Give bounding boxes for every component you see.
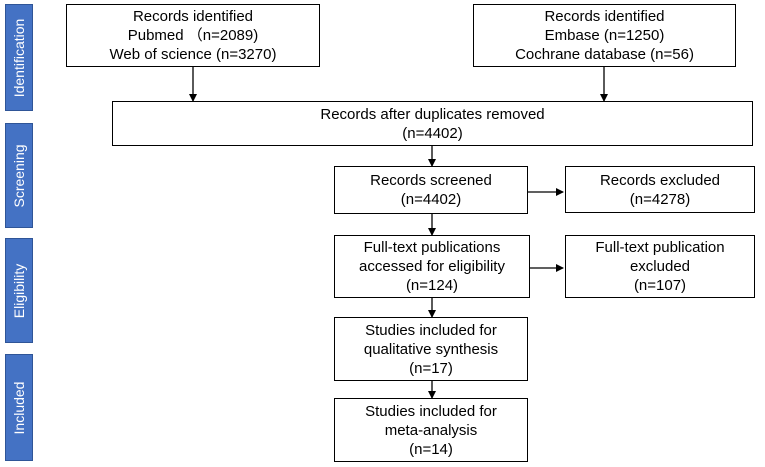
box-line: Embase (n=1250) [544, 27, 665, 44]
box-line: (n=4402) [400, 191, 462, 208]
box-line: (n=124) [405, 277, 459, 294]
box-line: (n=17) [409, 359, 453, 377]
qualitative-synthesis-box: Studies included for qualitative synthes… [334, 317, 528, 381]
box-line: (n=107) [633, 277, 687, 294]
box-line: (n=4278) [629, 190, 691, 208]
phase-eligibility: Eligibility [5, 238, 33, 343]
box-line: Cochrane database (n=56) [515, 46, 694, 63]
phase-screening: Screening [5, 123, 33, 228]
box-line: Web of science (n=3270) [109, 46, 277, 63]
full-text-excluded-box: Full-text publication excluded (n=107) [565, 235, 755, 298]
phase-included: Included [5, 354, 33, 461]
box-line: Records screened [370, 172, 492, 189]
box-line: Full-text publication [595, 239, 725, 256]
phase-identification: Identification [5, 4, 33, 111]
box-line: excluded [629, 258, 691, 275]
box-line: accessed for eligibility [359, 258, 505, 275]
box-line: Full-text publications [363, 239, 501, 256]
meta-analysis-box: Studies included for meta-analysis (n=14… [334, 398, 528, 462]
box-line: (n=4402) [402, 124, 463, 142]
records-identified-pubmed-box: Records identified Pubmed （n=2089) Web o… [66, 4, 320, 67]
box-line: Records after duplicates removed [320, 105, 545, 123]
box-line: Studies included for [365, 402, 497, 420]
records-identified-embase-box: Records identified Embase (n=1250) Cochr… [473, 4, 736, 67]
records-excluded-box: Records excluded (n=4278) [565, 166, 755, 213]
box-line: qualitative synthesis [363, 340, 499, 358]
box-line: Records identified [132, 8, 254, 25]
records-screened-box: Records screened (n=4402) [334, 166, 528, 214]
records-after-duplicates-box: Records after duplicates removed (n=4402… [112, 101, 753, 146]
box-line: Records excluded [599, 171, 721, 189]
full-text-publications-box: Full-text publications accessed for elig… [334, 235, 530, 298]
box-line: (n=14) [409, 440, 453, 458]
box-line: meta-analysis [384, 421, 478, 439]
box-line: Records identified [544, 8, 665, 25]
box-line: Studies included for [365, 321, 497, 339]
box-line: Pubmed （n=2089) [127, 27, 259, 44]
